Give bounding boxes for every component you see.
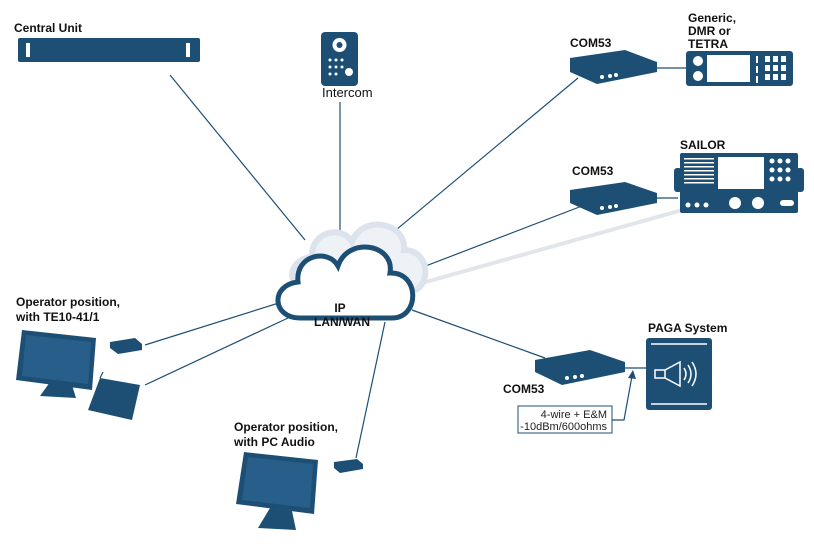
- link-com53-paga: [411, 309, 546, 359]
- com53-generic-gateway: COM53: [570, 36, 657, 84]
- paga-label: PAGA System: [648, 321, 727, 335]
- link-com53-sailor: [409, 205, 583, 273]
- central-unit: Central Unit: [14, 21, 200, 62]
- network-label-lanwan: LAN/WAN: [314, 315, 370, 329]
- ip-cloud-icon: IP LAN/WAN: [275, 221, 429, 329]
- link-central-unit: [169, 74, 306, 241]
- gateway-box-icon: [535, 350, 625, 385]
- generic-radio: Generic, DMR or TETRA: [686, 11, 793, 86]
- com53-label: COM53: [503, 382, 545, 396]
- sailor-label: SAILOR: [680, 138, 726, 152]
- generic-radio-label-1: Generic,: [688, 11, 736, 25]
- link-operator-pc: [355, 321, 386, 459]
- megaphone-icon: [651, 343, 707, 405]
- link-com53-generic: [377, 77, 579, 246]
- network-label-ip: IP: [334, 301, 345, 315]
- generic-radio-label-3: TETRA: [688, 37, 728, 51]
- operator-position-pc: Operator position, with PC Audio: [233, 420, 363, 530]
- operator-pc-label-2: with PC Audio: [233, 435, 315, 449]
- operator-position-te10: Operator position, with TE10-41/1: [15, 295, 142, 420]
- te10-box-icon: [110, 338, 142, 354]
- interface-line-2: -10dBm/600ohms: [520, 421, 607, 433]
- shadow-line: [414, 203, 701, 287]
- intercom-label: Intercom: [322, 85, 373, 100]
- handset-icon: [88, 378, 140, 420]
- operator-te10-label-1: Operator position,: [16, 295, 120, 309]
- monitor-icon: [16, 330, 96, 398]
- interface-line-1: 4-wire + E&M: [541, 409, 607, 421]
- paga-panel: [646, 338, 712, 410]
- monitor-icon: [236, 452, 318, 530]
- paga-system: PAGA System: [646, 321, 727, 410]
- com53-label: COM53: [572, 164, 614, 178]
- intercom: Intercom: [321, 32, 373, 100]
- com53-label: COM53: [570, 36, 612, 50]
- pc-audio-box-icon: [334, 459, 363, 473]
- link-operator-te10-box: [144, 301, 283, 346]
- gateway-box-icon: [570, 50, 657, 84]
- sailor-radio: SAILOR: [674, 138, 804, 213]
- link-operator-te10-handset: [144, 317, 289, 386]
- connection-lines: [144, 67, 701, 459]
- gateway-box-icon: [570, 182, 657, 215]
- com53-paga-gateway: COM53: [503, 350, 625, 396]
- generic-radio-label-2: DMR or: [688, 24, 731, 38]
- annotation-arrow: [612, 375, 633, 421]
- operator-te10-label-2: with TE10-41/1: [15, 310, 100, 324]
- rack-unit-icon: [18, 38, 200, 62]
- central-unit-label: Central Unit: [14, 21, 82, 35]
- interface-annotation: 4-wire + E&M -10dBm/600ohms: [517, 370, 636, 434]
- com53-sailor-gateway: COM53: [570, 164, 657, 215]
- operator-pc-label-1: Operator position,: [234, 420, 338, 434]
